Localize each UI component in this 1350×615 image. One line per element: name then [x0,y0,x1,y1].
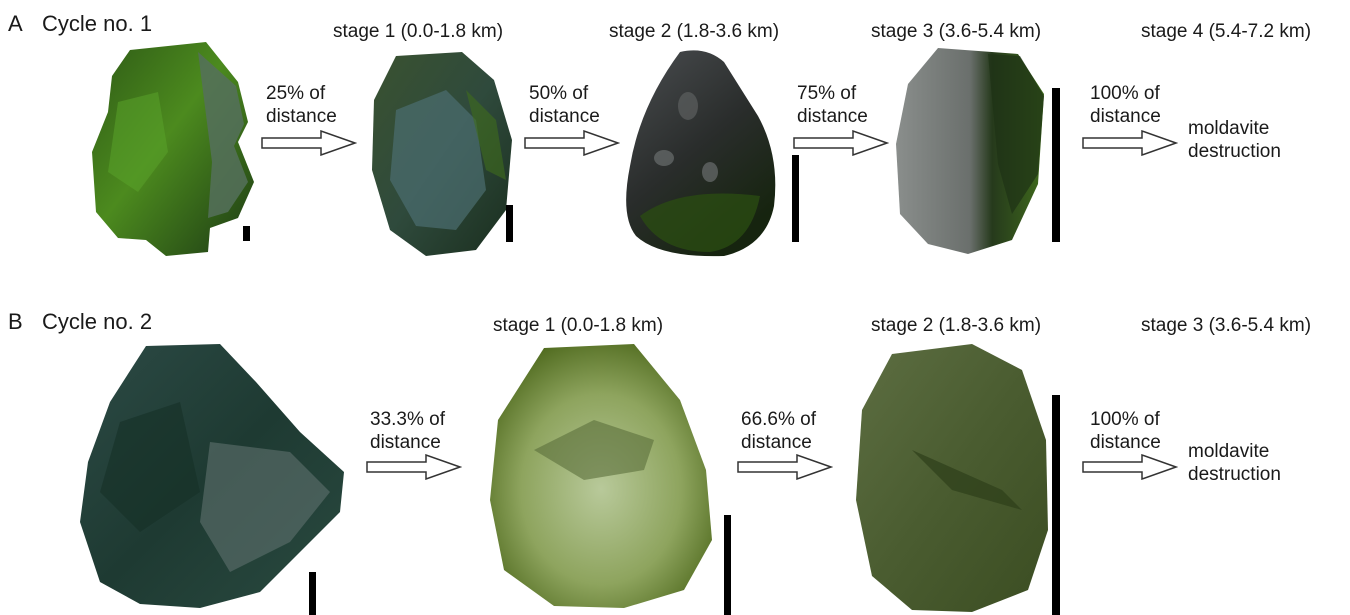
moldavite-a-stage-3-image [888,44,1050,256]
panel-a-end-text: moldavite destruction [1188,117,1281,163]
panel-a-stage-4-label: stage 4 (5.4-7.2 km) [1141,20,1311,43]
panel-a-title: Cycle no. 1 [42,12,152,35]
arrow-distance: distance [1090,431,1161,454]
panel-a-arrow-4-text: 100% of distance [1090,82,1161,128]
scale-bar [243,226,250,241]
panel-a-letter: A [8,12,23,35]
arrow-percent: 66.6% of [741,408,816,431]
right-arrow-icon [524,130,620,156]
end-line-2: destruction [1188,463,1281,486]
right-arrow-icon [1082,130,1178,156]
moldavite-a-initial-image [88,42,260,262]
panel-b-arrow-2-text: 66.6% of distance [741,408,816,454]
scale-bar [724,515,731,615]
panel-b-end-text: moldavite destruction [1188,440,1281,486]
right-arrow-icon [793,130,889,156]
panel-b-arrow-1-text: 33.3% of distance [370,408,445,454]
end-line-1: moldavite [1188,117,1281,140]
arrow-percent: 75% of [797,82,868,105]
panel-a-stage-3-label: stage 3 (3.6-5.4 km) [871,20,1041,43]
right-arrow-icon [366,454,462,480]
right-arrow-icon [737,454,833,480]
moldavite-a-stage-1-image [366,50,516,256]
arrow-percent: 50% of [529,82,600,105]
arrow-distance: distance [370,431,445,454]
scale-bar [792,155,799,242]
arrow-percent: 100% of [1090,82,1161,105]
scale-bar [1052,395,1060,615]
moldavite-a-stage-2-image [620,46,790,258]
arrow-distance: distance [741,431,816,454]
arrow-percent: 33.3% of [370,408,445,431]
arrow-distance: distance [266,105,337,128]
moldavite-b-stage-1-image [484,340,716,612]
arrow-percent: 100% of [1090,408,1161,431]
panel-a-stage-2-label: stage 2 (1.8-3.6 km) [609,20,779,43]
scale-bar [506,205,513,242]
panel-b-stage-2-label: stage 2 (1.8-3.6 km) [871,314,1041,337]
panel-a-arrow-2-text: 50% of distance [529,82,600,128]
arrow-distance: distance [529,105,600,128]
right-arrow-icon [261,130,357,156]
arrow-distance: distance [1090,105,1161,128]
scale-bar [309,572,316,615]
panel-b-letter: B [8,310,23,333]
panel-b-stage-3-label: stage 3 (3.6-5.4 km) [1141,314,1311,337]
panel-a-arrow-1-text: 25% of distance [266,82,337,128]
panel-b-arrow-3-text: 100% of distance [1090,408,1161,454]
scale-bar [1052,88,1060,242]
moldavite-b-stage-2-image [852,340,1052,614]
arrow-percent: 25% of [266,82,337,105]
panel-b-stage-1-label: stage 1 (0.0-1.8 km) [493,314,663,337]
panel-a-stage-1-label: stage 1 (0.0-1.8 km) [333,20,503,43]
moldavite-b-initial-image [60,342,352,610]
end-line-2: destruction [1188,140,1281,163]
panel-a-arrow-3-text: 75% of distance [797,82,868,128]
panel-b-title: Cycle no. 2 [42,310,152,333]
end-line-1: moldavite [1188,440,1281,463]
right-arrow-icon [1082,454,1178,480]
arrow-distance: distance [797,105,868,128]
